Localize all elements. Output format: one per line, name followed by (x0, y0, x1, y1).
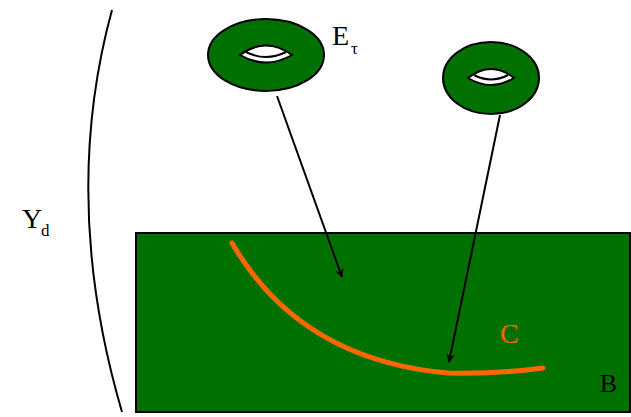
projection-arrow (277, 96, 342, 277)
curve-label: C (500, 320, 519, 348)
subscript: d (41, 222, 50, 239)
bracket-curve (88, 10, 122, 412)
torus (443, 42, 539, 114)
fiber-label: E (332, 22, 349, 50)
torus (208, 19, 324, 91)
space-label: Y (22, 205, 42, 233)
region-label: B (600, 371, 617, 397)
subscript: τ (351, 40, 358, 57)
projection-arrow (449, 115, 500, 362)
base-region: B (135, 232, 631, 413)
orange-curve (232, 243, 543, 373)
